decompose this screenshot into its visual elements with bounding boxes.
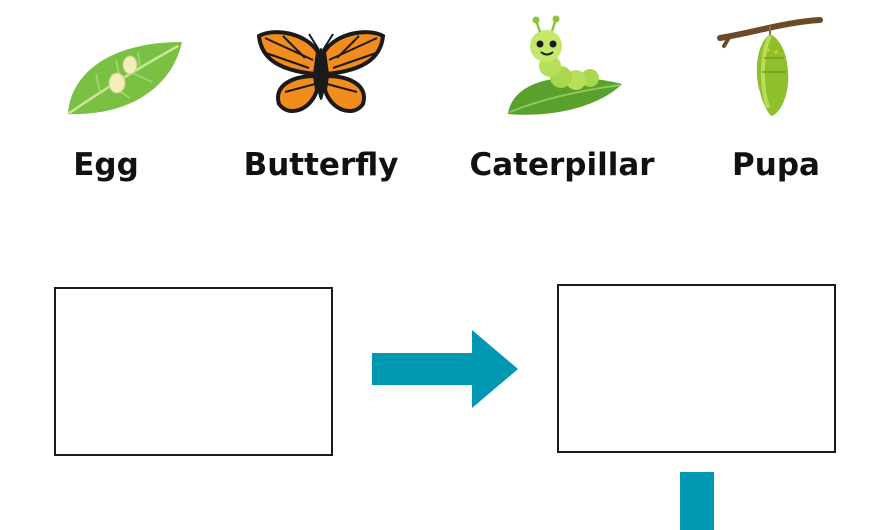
answer-box-2[interactable] [557,284,836,453]
stage-label-caterpillar: Caterpillar [469,147,655,183]
caterpillar-icon [508,15,622,115]
right-arrow-icon [372,330,518,408]
stage-label-butterfly: Butterfly [243,147,399,183]
stage-label-egg: Egg [73,147,139,183]
stage-label-pupa: Pupa [732,147,820,183]
butterfly-icon [256,30,386,113]
egg-on-leaf-icon [67,42,182,116]
down-arrow-icon [680,472,714,530]
answer-box-1[interactable] [54,287,333,456]
pupa-chrysalis-icon [717,17,823,116]
